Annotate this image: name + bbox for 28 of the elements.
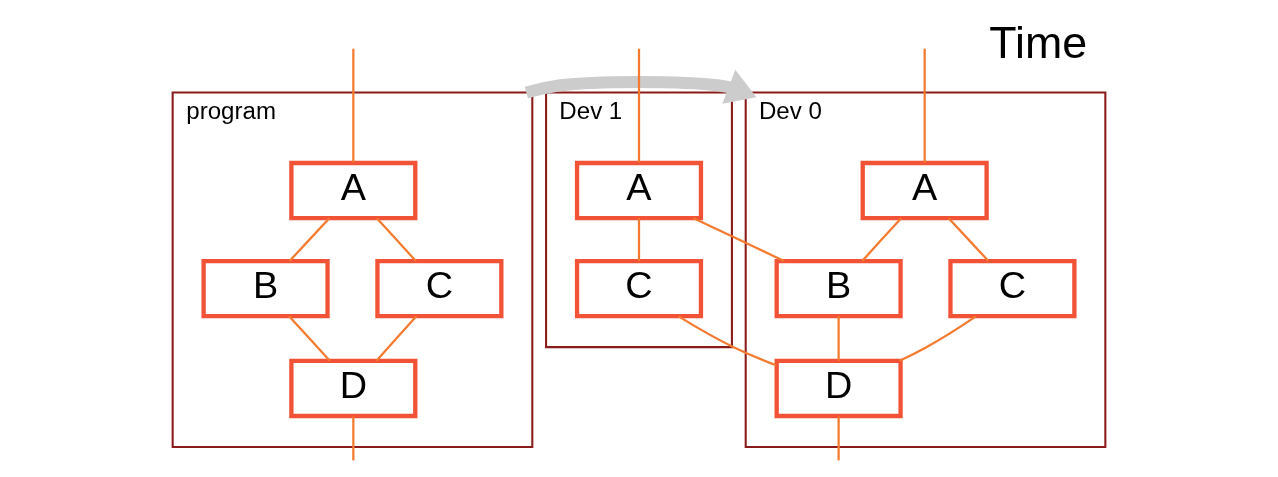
connector	[861, 217, 902, 262]
node-box: B	[201, 258, 330, 319]
connector	[352, 416, 355, 461]
node-box: C	[948, 258, 1077, 319]
connector	[637, 218, 641, 262]
node-box: A	[860, 160, 989, 221]
connector	[923, 48, 926, 163]
node-box: D	[774, 358, 903, 419]
arrow	[524, 69, 757, 104]
connector	[678, 315, 777, 367]
connector	[376, 217, 417, 262]
connector	[288, 217, 331, 262]
node-box: B	[774, 258, 903, 319]
connector	[637, 48, 641, 163]
node-box: D	[289, 358, 418, 419]
connector	[837, 316, 840, 361]
label: Time	[989, 16, 1088, 67]
node-box: C	[375, 258, 504, 319]
connector	[693, 217, 785, 263]
connector	[899, 315, 977, 362]
connector	[947, 217, 990, 262]
node-box: A	[574, 160, 704, 221]
node-box: A	[289, 160, 418, 221]
node-box: C	[574, 258, 704, 319]
connector	[837, 416, 840, 461]
connector	[352, 48, 355, 163]
connector	[288, 315, 331, 362]
connector	[375, 315, 418, 362]
